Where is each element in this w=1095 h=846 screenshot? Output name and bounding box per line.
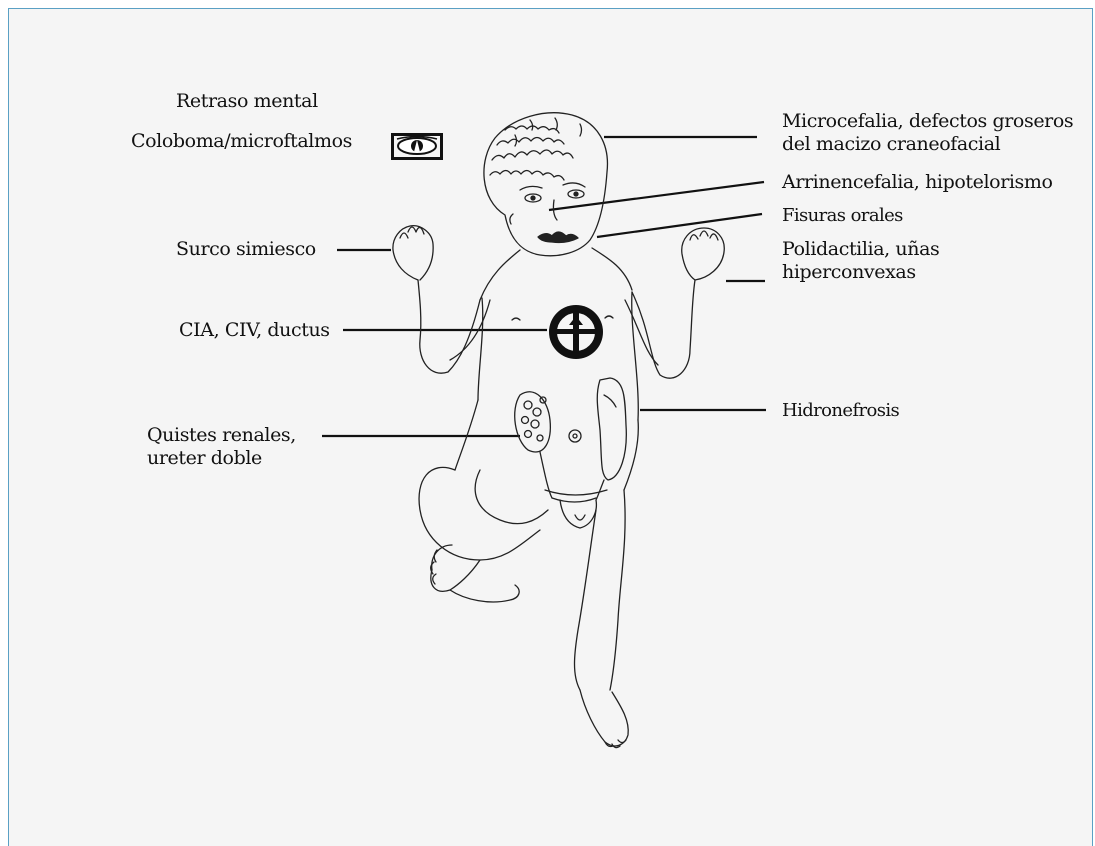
label-microcefalia-line1: Microcefalia, defectos groseros [782, 110, 1073, 133]
label-fisuras-orales: Fisuras orales [782, 204, 903, 227]
label-polidactilia: Polidactilia, uñas hiperconvexas [782, 238, 939, 284]
label-polidactilia-line1: Polidactilia, uñas [782, 238, 939, 261]
eye-icon [391, 133, 443, 160]
leader-fisuras [597, 214, 762, 237]
label-quistes-renales: Quistes renales, ureter doble [147, 424, 296, 470]
label-cia-civ-ductus: CIA, CIV, ductus [179, 319, 330, 342]
label-microcefalia: Microcefalia, defectos groseros del maci… [782, 110, 1073, 156]
heart-icon [549, 305, 603, 359]
label-microcefalia-line2: del macizo craneofacial [782, 133, 1073, 156]
label-retraso-mental: Retraso mental [176, 90, 318, 113]
label-quistes-line1: Quistes renales, [147, 424, 296, 447]
label-coloboma: Coloboma/microftalmos [131, 130, 352, 153]
leader-arrinencefalia [549, 182, 764, 210]
label-hidronefrosis: Hidronefrosis [782, 399, 899, 422]
label-polidactilia-line2: hiperconvexas [782, 261, 939, 284]
label-surco-simiesco: Surco simiesco [176, 238, 316, 261]
label-quistes-line2: ureter doble [147, 447, 296, 470]
label-arrinencefalia: Arrinencefalia, hipotelorismo [782, 171, 1053, 194]
